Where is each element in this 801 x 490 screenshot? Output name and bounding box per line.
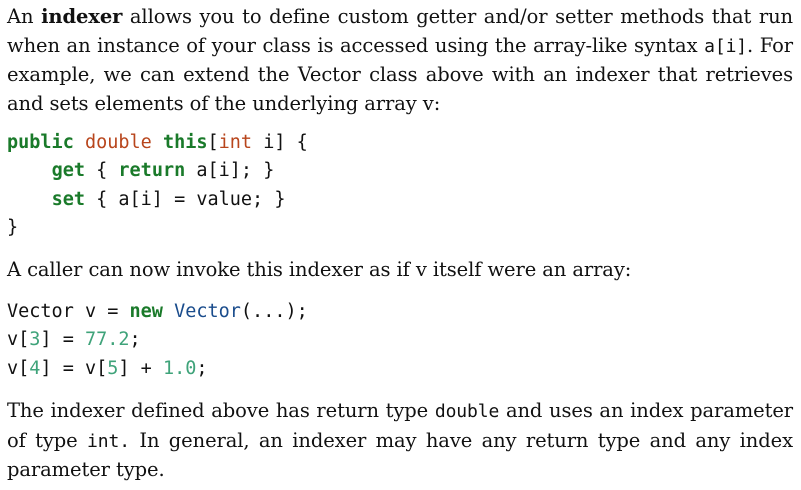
code1-line-2: get { return a[i]; } bbox=[51, 160, 275, 182]
code1-line-4: } bbox=[7, 216, 19, 238]
indexer-term: indexer bbox=[41, 5, 123, 28]
summary-text-2: and uses an index parameter of type bbox=[7, 399, 793, 452]
summary-paragraph: The indexer defined above has return typ… bbox=[7, 397, 793, 485]
indexer-code-block: public double this[int i] { get { return… bbox=[7, 129, 308, 242]
intro-text-1: An bbox=[7, 5, 42, 28]
intro-text-3: . For example, we can extend the Vector … bbox=[7, 33, 793, 115]
caller-code-block: Vector v = new Vector(...); v[3] = 77.2;… bbox=[7, 298, 308, 383]
summary-text-3: In general, an indexer may have any retu… bbox=[7, 428, 793, 482]
intro-text-2: allows you to define custom getter and/o… bbox=[7, 5, 793, 57]
code2-line-1: Vector v = new Vector(...); bbox=[7, 301, 308, 322]
code2-line-2: v[3] = 77.2; bbox=[7, 329, 141, 351]
int-code: int. bbox=[87, 430, 130, 452]
intro-paragraph: An indexer allows you to define custom g… bbox=[7, 3, 793, 118]
double-code: double bbox=[434, 401, 500, 422]
code1-line-3: set { a[i] = value; } bbox=[51, 188, 286, 210]
code2-line-3: v[4] = v[5] + 1.0; bbox=[7, 357, 208, 379]
summary-text-1: The indexer defined above has return typ… bbox=[7, 399, 435, 422]
array-syntax-code: a[i] bbox=[704, 35, 748, 57]
code1-line-1: public double this[int i] { bbox=[7, 132, 308, 153]
caller-paragraph: A caller can now invoke this indexer as … bbox=[7, 258, 632, 281]
